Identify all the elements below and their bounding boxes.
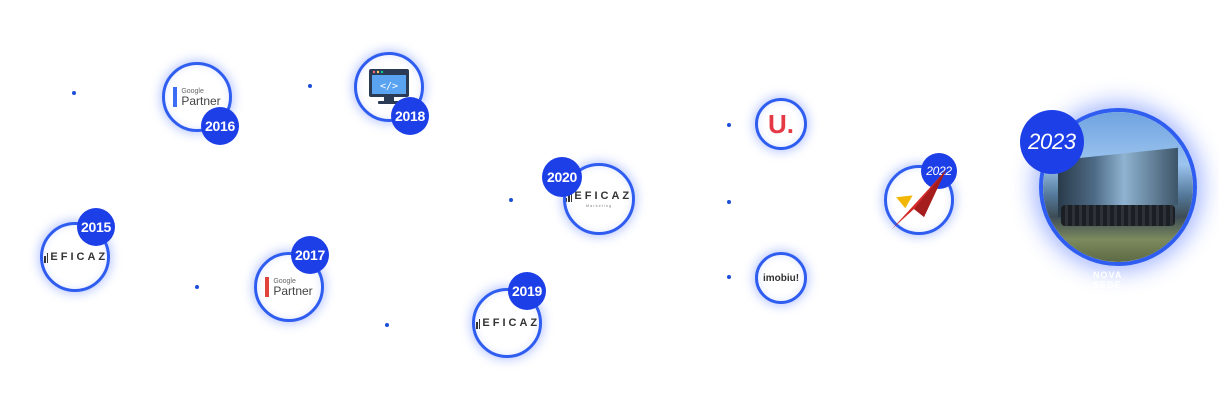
code-monitor-icon: </> (369, 69, 409, 104)
logo-text: Partner (181, 93, 221, 108)
logo-text: imobiu! (762, 272, 800, 284)
timeline-dot (509, 198, 513, 202)
bars-icon (566, 192, 573, 202)
arrow-cursor-icon (892, 170, 946, 229)
eficaz-logo: EFICAZ (43, 251, 109, 263)
logo-small-text: Google (273, 277, 296, 285)
imobiu-logo: imobiu! (763, 273, 799, 284)
year-badge: 2018 (391, 97, 429, 135)
timeline-dot (727, 200, 731, 204)
logo-text: EFICAZ (482, 317, 541, 329)
logo-text: EFICAZ (574, 190, 633, 202)
logo-ring: U. (755, 98, 807, 150)
timeline-dot (195, 285, 199, 289)
year-badge: 2020 (542, 157, 582, 197)
logo-text: Partner (273, 283, 313, 298)
arrow-logo (896, 195, 913, 209)
year-badge: 2023 (1020, 110, 1084, 174)
year-badge: 2017 (291, 236, 329, 274)
timeline-dot (72, 91, 76, 95)
timeline-dot (727, 275, 731, 279)
timeline-dot (308, 84, 312, 88)
logo-sub-text: Marketing (585, 203, 613, 208)
eficaz-logo: EFICAZ Marketing (566, 190, 632, 208)
logo-ring: EFICAZ Marketing (563, 163, 635, 235)
logo-text: EFICAZ (50, 251, 109, 263)
logo-ring: imobiu! (755, 252, 807, 304)
svg-text:</>: </> (380, 81, 398, 92)
logo-ring: Google Partner (162, 62, 232, 132)
eficaz-logo: EFICAZ (475, 317, 541, 329)
timeline-dot (727, 123, 731, 127)
photo-caption: NOVA SEDE (1093, 270, 1123, 290)
year-badge: 2019 (508, 272, 546, 310)
year-badge: 2016 (201, 107, 239, 145)
logo-small-text: Google (181, 87, 204, 95)
bars-icon (43, 253, 49, 263)
year-badge: 2015 (77, 208, 115, 246)
timeline-dot (385, 323, 389, 327)
u-logo: U. (768, 108, 794, 139)
google-partner-logo: Google Partner (265, 277, 313, 298)
google-partner-logo: Google Partner (173, 87, 221, 108)
bars-icon (475, 319, 481, 329)
